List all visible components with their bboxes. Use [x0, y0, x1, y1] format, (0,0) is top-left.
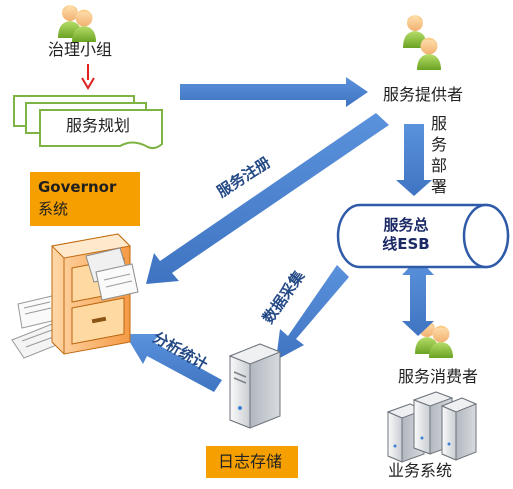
- service-provider-label: 服务提供者: [383, 85, 464, 104]
- arrow-service-register: [146, 113, 389, 284]
- esb-cylinder-icon: [336, 203, 510, 269]
- service-provider-people-icon: [403, 15, 441, 70]
- esb-label-line1: 服务总: [383, 216, 429, 234]
- log-storage-label: 日志存储: [218, 452, 283, 471]
- esb-label-line2: 线ESB: [382, 235, 430, 253]
- business-system-label: 业务系统: [388, 461, 453, 480]
- service-planning-documents-icon: [13, 95, 163, 150]
- service-planning-label: 服务规划: [66, 116, 131, 135]
- governor-subtitle: 系统: [38, 200, 69, 218]
- governance-group-people-icon: [58, 5, 96, 42]
- esb-label: 服务总 线ESB: [358, 216, 454, 254]
- governor-system-box: Governor 系统: [30, 172, 140, 226]
- red-down-arrow: [81, 64, 95, 90]
- arrow-planning-to-provider: [180, 77, 368, 107]
- arrow-data-collect: [276, 265, 349, 360]
- business-system-servers-icon: [386, 391, 478, 463]
- arrow-esb-consumer-bidirectional: [402, 258, 434, 336]
- service-consumer-label: 服务消费者: [398, 367, 479, 386]
- service-deploy-label: 服务部署: [430, 114, 447, 196]
- arrow-provider-to-esb: [396, 124, 432, 196]
- log-storage-box: [206, 446, 298, 478]
- governance-group-label: 治理小组: [48, 40, 113, 59]
- arrow-analysis-stats: [125, 334, 222, 392]
- log-storage-server-icon: [228, 343, 282, 429]
- governor-title: Governor: [38, 178, 117, 196]
- governor-filing-cabinet-icon: [11, 233, 139, 359]
